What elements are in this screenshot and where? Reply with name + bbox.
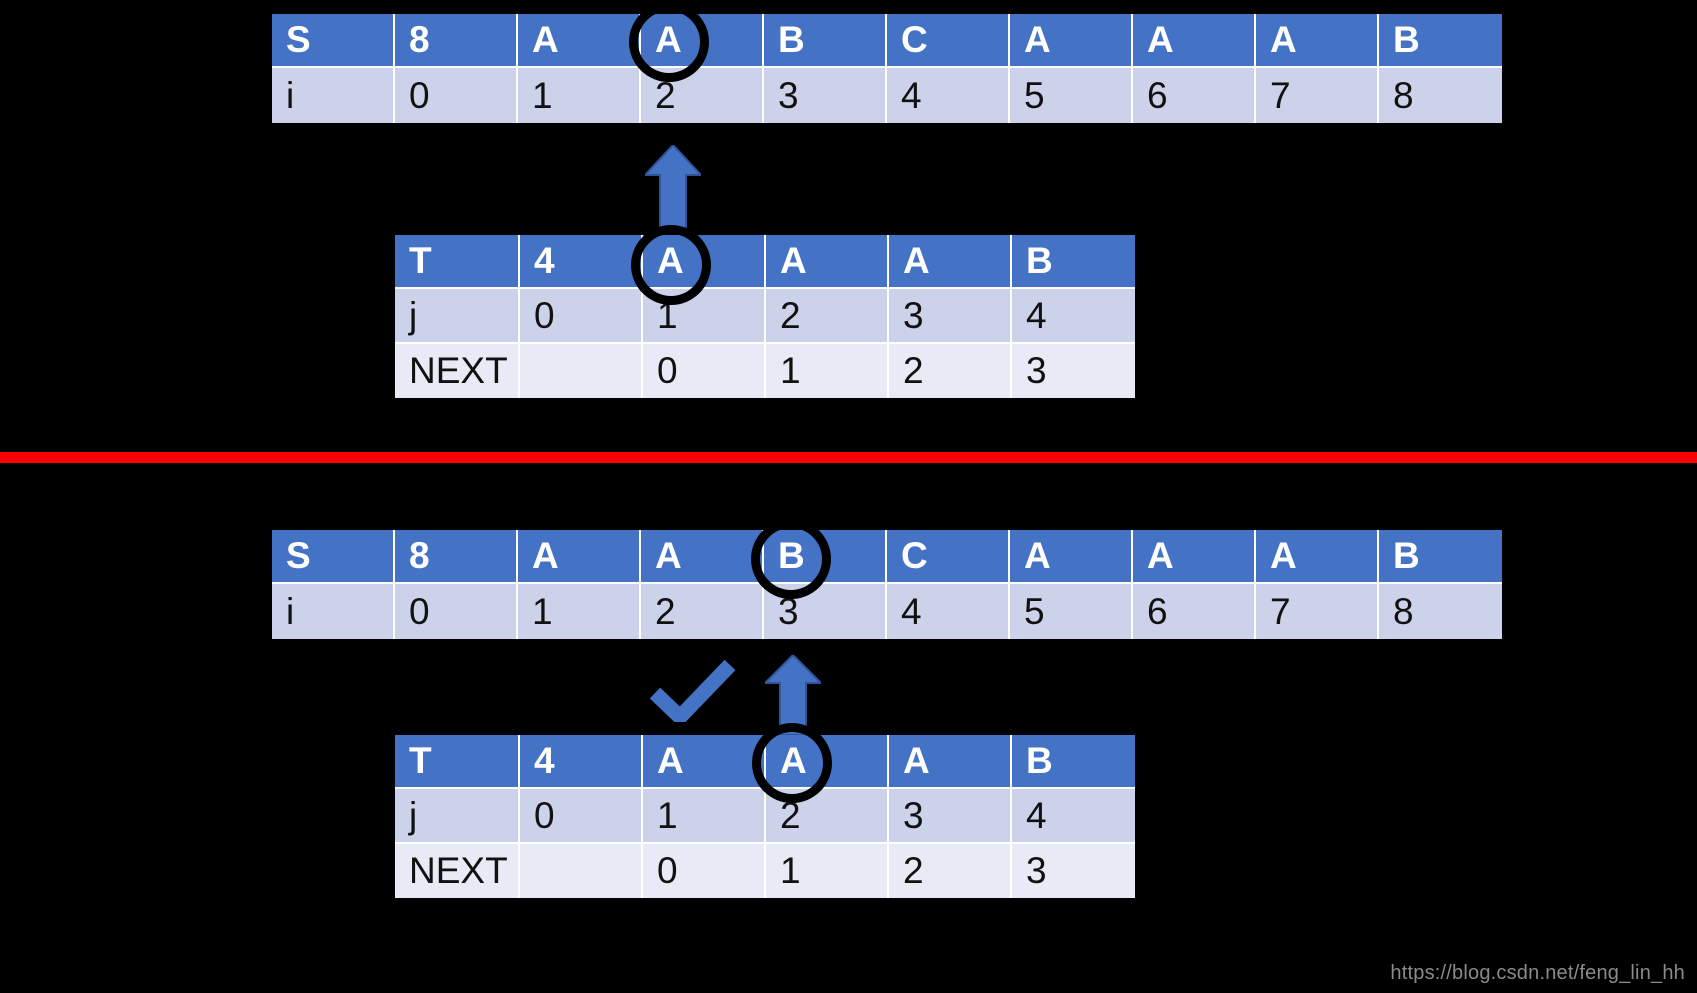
cell-i-4: 4 [887,584,1010,639]
table-row: T 4 A A A B [395,235,1135,289]
cell-s-char-0: A [518,14,641,68]
cell-i-5: 5 [1010,68,1133,123]
cell-t-char-3: B [1012,735,1135,789]
highlight-circle-s-bottom [751,519,831,599]
cell-t-char-1: A [766,235,889,289]
cell-next-label: NEXT [395,344,520,398]
cell-t-len: 4 [520,235,643,289]
table-row: NEXT 0 1 2 3 [395,844,1135,898]
cell-next-0 [520,844,643,898]
highlight-circle-t-bottom [752,723,832,803]
cell-next-label: NEXT [395,844,520,898]
cell-s-char-4: A [1010,530,1133,584]
cell-i-1: 1 [518,68,641,123]
cell-next-3: 2 [889,844,1012,898]
cell-i-8: 8 [1379,584,1502,639]
cell-i-0: 0 [395,68,518,123]
cell-t-label: T [395,235,520,289]
cell-j-3: 3 [889,789,1012,844]
table-row: i 0 1 2 3 4 5 6 7 8 [272,584,1502,639]
cell-i-1: 1 [518,584,641,639]
cell-i-0: 0 [395,584,518,639]
cell-i-2: 2 [641,584,764,639]
cell-s-char-7: B [1379,14,1502,68]
cell-s-char-3: C [887,14,1010,68]
highlight-circle-t-top [631,225,711,305]
cell-next-3: 2 [889,344,1012,398]
cell-s-char-7: B [1379,530,1502,584]
cell-j-label: j [395,289,520,344]
cell-j-0: 0 [520,289,643,344]
cell-next-4: 3 [1012,844,1135,898]
cell-s-len: 8 [395,530,518,584]
cell-t-char-2: A [889,235,1012,289]
cell-t-char-2: A [889,735,1012,789]
table-row: j 0 1 2 3 4 [395,789,1135,844]
table-row: NEXT 0 1 2 3 [395,344,1135,398]
check-mark-icon [650,660,735,722]
cell-s-char-2: B [764,14,887,68]
cell-i-3: 3 [764,68,887,123]
cell-s-label: S [272,530,395,584]
pattern-t-table-top: T 4 A A A B j 0 1 2 3 4 NEXT 0 1 2 3 [395,235,1135,398]
highlight-circle-s-top [629,2,709,82]
cell-i-7: 7 [1256,584,1379,639]
cell-i-6: 6 [1133,584,1256,639]
cell-next-2: 1 [766,344,889,398]
cell-j-4: 4 [1012,289,1135,344]
up-arrow-icon [765,655,821,735]
cell-i-4: 4 [887,68,1010,123]
table-row: i 0 1 2 3 4 5 6 7 8 [272,68,1502,123]
cell-next-4: 3 [1012,344,1135,398]
cell-i-7: 7 [1256,68,1379,123]
cell-t-char-0: A [643,735,766,789]
cell-t-len: 4 [520,735,643,789]
cell-s-len: 8 [395,14,518,68]
cell-t-label: T [395,735,520,789]
up-arrow-icon [645,145,701,233]
cell-i-5: 5 [1010,584,1133,639]
cell-s-char-0: A [518,530,641,584]
cell-s-char-6: A [1256,14,1379,68]
cell-s-char-5: A [1133,14,1256,68]
cell-next-0 [520,344,643,398]
cell-j-label: j [395,789,520,844]
cell-i-label: i [272,68,395,123]
string-s-table-top: S 8 A A B C A A A B i 0 1 2 3 4 5 6 7 8 [272,14,1502,123]
cell-s-char-1: A [641,530,764,584]
cell-s-char-6: A [1256,530,1379,584]
cell-i-8: 8 [1379,68,1502,123]
cell-s-char-3: C [887,530,1010,584]
cell-j-2: 2 [766,289,889,344]
cell-j-1: 1 [643,789,766,844]
cell-j-0: 0 [520,789,643,844]
cell-i-6: 6 [1133,68,1256,123]
cell-next-1: 0 [643,844,766,898]
cell-i-label: i [272,584,395,639]
pattern-t-table-bottom: T 4 A A A B j 0 1 2 3 4 NEXT 0 1 2 3 [395,735,1135,898]
cell-s-char-5: A [1133,530,1256,584]
cell-s-label: S [272,14,395,68]
table-row: j 0 1 2 3 4 [395,289,1135,344]
cell-j-3: 3 [889,289,1012,344]
watermark-text: https://blog.csdn.net/feng_lin_hh [1390,962,1685,984]
cell-j-4: 4 [1012,789,1135,844]
section-divider [0,452,1697,463]
cell-next-2: 1 [766,844,889,898]
table-row: S 8 A A B C A A A B [272,14,1502,68]
cell-t-char-3: B [1012,235,1135,289]
table-row: S 8 A A B C A A A B [272,530,1502,584]
cell-s-char-4: A [1010,14,1133,68]
string-s-table-bottom: S 8 A A B C A A A B i 0 1 2 3 4 5 6 7 8 [272,530,1502,639]
cell-next-1: 0 [643,344,766,398]
